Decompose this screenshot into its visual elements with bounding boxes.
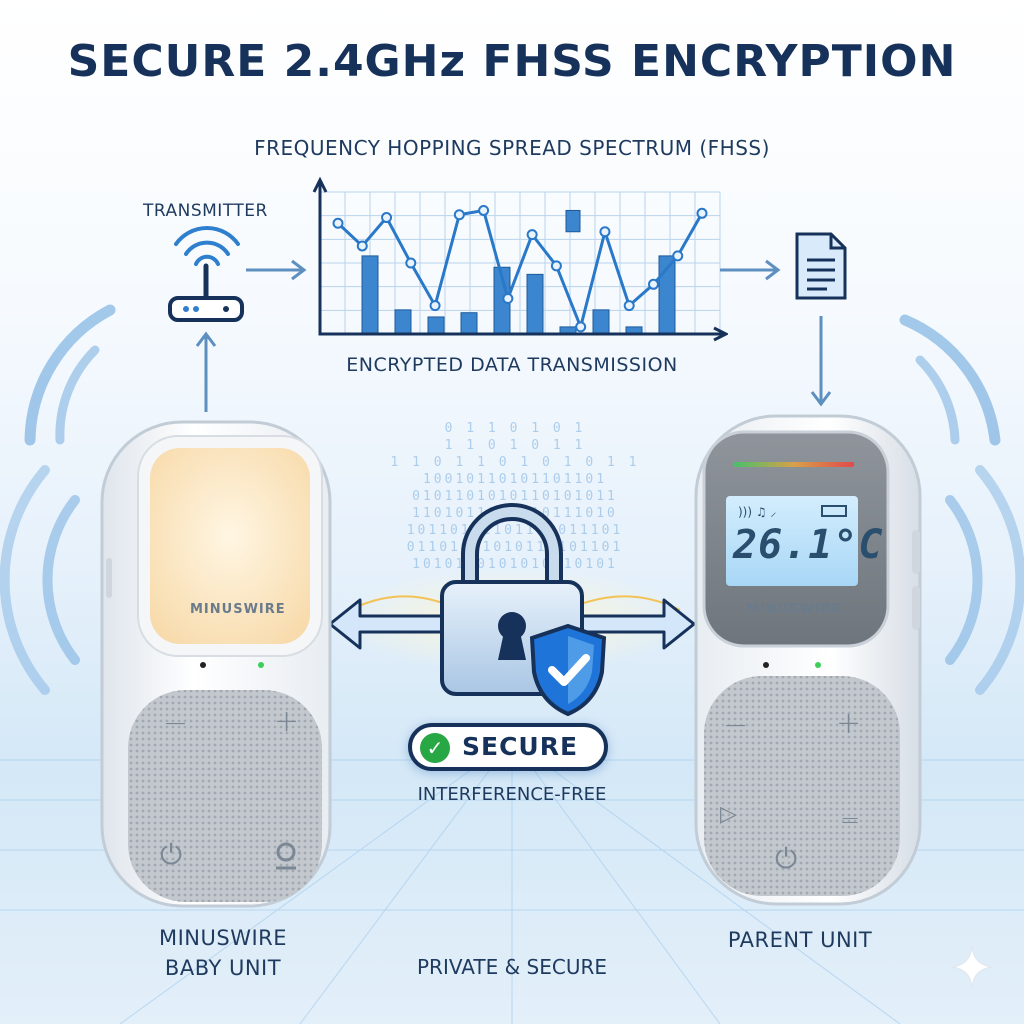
chart-point (526, 229, 538, 241)
chart-point (356, 240, 368, 252)
chart-point (453, 209, 465, 221)
binary-row: 0101101010110101011 (412, 489, 618, 504)
baby-unit-label-line2: BABY UNIT (164, 956, 282, 980)
private-secure-label: PRIVATE & SECURE (416, 955, 608, 979)
transmitter-label: TRANSMITTER (143, 201, 268, 221)
menu-icon[interactable]: = (840, 806, 861, 834)
binary-row: 01101011010110101101 (406, 540, 624, 555)
play-icon[interactable]: ▷ (720, 802, 737, 827)
binary-row: 0 1 1 0 1 0 1 (444, 421, 586, 436)
parent-unit-label: PARENT UNIT (727, 928, 873, 952)
chart-point (599, 226, 611, 238)
chart-point (502, 293, 514, 304)
chart-bar (526, 273, 544, 335)
binary-row: 1 1 0 1 0 1 1 (444, 438, 586, 453)
chart-point (647, 278, 659, 290)
minus-icon[interactable]: − (723, 708, 749, 743)
secure-label: SECURE (462, 732, 579, 761)
camera-icon[interactable] (273, 842, 299, 872)
plus-icon[interactable]: + (274, 704, 300, 739)
arrow-down-to-parent (810, 316, 832, 407)
arrow-to-chart (246, 259, 307, 281)
check-icon: ✓ (420, 733, 450, 763)
chart-bar (427, 316, 445, 335)
chart-hop-line (336, 208, 704, 332)
shield-check-icon (529, 623, 607, 717)
chart-axis-arrows (312, 176, 728, 342)
arrow-up-to-transmitter (195, 331, 217, 412)
binary-row: 10010110101101101 (422, 472, 608, 487)
fhss-subtitle: FREQUENCY HOPPING SPREAD SPECTRUM (FHSS) (254, 136, 770, 160)
fhss-chart (312, 176, 728, 342)
baby-unit-label: MINUSWIRE BABY UNIT (118, 923, 328, 983)
power-icon[interactable]: ⏻ (160, 838, 183, 871)
chart-point (478, 204, 490, 216)
chart-floating-bar (565, 209, 581, 233)
minus-icon[interactable]: − (163, 706, 189, 741)
chart-point (696, 207, 708, 219)
wifi-icon (174, 226, 240, 266)
parent-unit-brand: MINUSWIRE (746, 602, 842, 617)
chart-bar (361, 255, 379, 335)
chart-caption: ENCRYPTED DATA TRANSMISSION (346, 354, 678, 376)
baby-unit-label-line1: MINUSWIRE (158, 926, 288, 950)
plus-icon[interactable]: + (836, 706, 862, 741)
chart-bar (460, 312, 478, 335)
document-icon (795, 232, 847, 300)
chart-point (381, 212, 393, 224)
chart-bar (394, 309, 412, 335)
chart-point (575, 321, 587, 333)
interference-free-label: INTERFERENCE-FREE (417, 784, 607, 805)
baby-unit-device (100, 420, 332, 908)
baby-unit-brand: MINUSWIRE (190, 602, 286, 617)
chart-point (550, 260, 562, 272)
chart-point (429, 300, 441, 312)
page-title: SECURE 2.4GHz FHSS ENCRYPTION (67, 36, 957, 87)
chart-point (405, 257, 417, 269)
lcd-temperature: 26.1°C (733, 522, 884, 568)
chart-point (672, 250, 684, 262)
chart-point (332, 217, 344, 229)
arrow-to-document (720, 259, 781, 281)
router-icon (168, 263, 244, 322)
binary-row: 1 1 0 1 1 0 1 0 1 0 1 1 (390, 455, 640, 470)
chart-axes (318, 182, 724, 336)
secure-badge: ✓ SECURE (408, 723, 608, 771)
chart-bar (592, 309, 610, 335)
power-icon[interactable]: ⏻ (775, 842, 798, 875)
chart-point (623, 300, 635, 312)
binary-row: 10110101101101011101 (406, 523, 624, 538)
parent-unit-device: ))) ♫ ⸝ (694, 414, 922, 906)
svg-text:))) ♫ ⸝: ))) ♫ ⸝ (738, 505, 776, 519)
sparkle-icon (951, 946, 993, 988)
